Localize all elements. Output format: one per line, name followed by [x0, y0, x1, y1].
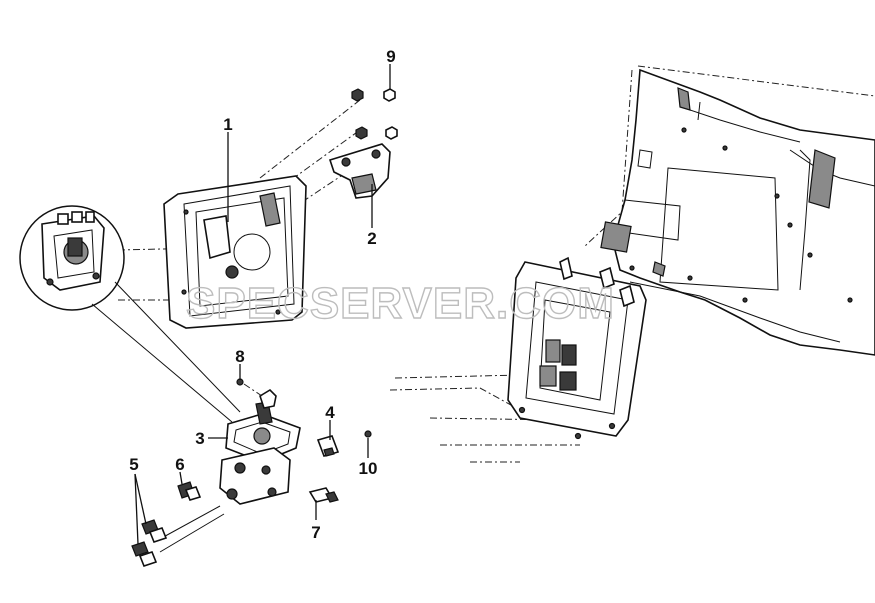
callout-9: 9: [386, 47, 395, 66]
callout-2: 2: [367, 229, 376, 248]
gear-shift-boot-mounted: [389, 256, 647, 463]
part-1-boot-plate: [117, 99, 361, 329]
part-5-connectors: [131, 505, 225, 567]
watermark: SPECSERVER.COM: [186, 279, 615, 328]
part-7-switch: [308, 487, 339, 503]
callout-1: 1: [223, 115, 232, 134]
callout-8: 8: [235, 347, 244, 366]
part-3-shift-valve: [219, 388, 301, 505]
callout-6: 6: [175, 455, 184, 474]
part-2-bracket: [328, 143, 391, 199]
callout-4: 4: [325, 403, 335, 422]
detail-inset: [19, 205, 241, 423]
part-4-fitting: [316, 435, 340, 457]
leader-lines: [134, 64, 391, 545]
part-10-screw: [364, 430, 372, 438]
cab-floor-panel: [584, 65, 875, 356]
part-6-plug: [177, 481, 202, 501]
callout-7: 7: [311, 523, 320, 542]
callout-3: 3: [195, 429, 204, 448]
part-9-nuts: [351, 88, 398, 140]
part-8-screw: [236, 378, 263, 397]
callout-10: 10: [359, 459, 378, 478]
callout-5: 5: [129, 455, 138, 474]
callout-labels: 1 2 3 4 5 6 7 8 9 10: [129, 47, 395, 542]
